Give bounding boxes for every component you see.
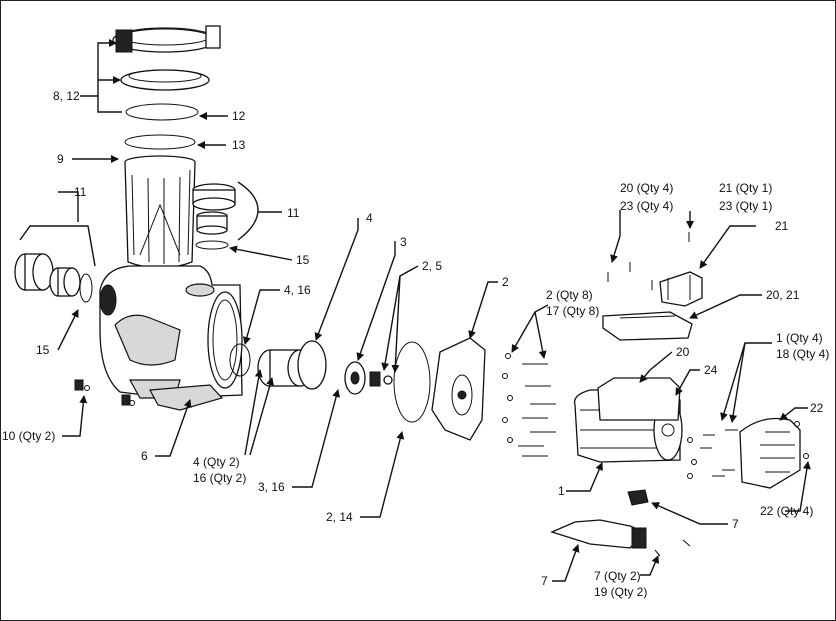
label-1: 1 xyxy=(558,484,565,498)
diffuser xyxy=(257,340,327,390)
label-20-qty4: 20 (Qty 4) xyxy=(620,181,673,195)
label-7-right: 7 xyxy=(732,517,739,531)
label-2-14: 2, 14 xyxy=(326,510,353,524)
label-7-qty2: 7 (Qty 2) xyxy=(594,569,641,583)
housing-o-ring xyxy=(124,134,196,150)
diffuser-o-ring xyxy=(229,343,251,377)
label-2-qty8: 2 (Qty 8) xyxy=(546,288,593,302)
label-22: 22 xyxy=(810,401,824,415)
motor-bolts xyxy=(687,429,738,479)
lid xyxy=(120,69,210,91)
label-1-qty4: 1 (Qty 4) xyxy=(776,331,823,345)
label-16-qty2: 16 (Qty 2) xyxy=(193,471,246,485)
lid-lock-ring xyxy=(112,25,221,53)
label-20-21: 20, 21 xyxy=(766,288,800,302)
label-4: 4 xyxy=(366,211,373,225)
union-nut-left xyxy=(14,253,93,303)
label-13: 13 xyxy=(232,138,246,152)
label-21-qty1: 21 (Qty 1) xyxy=(719,181,772,195)
union-nut-right xyxy=(192,183,236,250)
small-screws xyxy=(607,232,690,290)
leader-lines xyxy=(19,39,811,582)
label-19-qty2: 19 (Qty 2) xyxy=(594,585,647,599)
strainer-basket xyxy=(124,155,196,269)
label-18-qty4: 18 (Qty 4) xyxy=(776,347,829,361)
foot-clip xyxy=(627,489,649,506)
label-12: 12 xyxy=(232,109,246,123)
label-10-qty2: 10 (Qty 2) xyxy=(2,429,55,443)
seal-plate-o-ring xyxy=(393,341,431,423)
label-24: 24 xyxy=(704,363,718,377)
label-17-qty8: 17 (Qty 8) xyxy=(546,304,599,318)
label-11-left: 11 xyxy=(74,185,87,199)
label-15-left: 15 xyxy=(36,343,50,357)
pump-housing xyxy=(99,265,243,399)
label-23-qty1: 23 (Qty 1) xyxy=(719,199,772,213)
drain-plugs xyxy=(74,379,135,406)
fan-cover xyxy=(739,417,801,489)
label-22-qty4: 22 (Qty 4) xyxy=(760,504,813,518)
label-7-left: 7 xyxy=(541,574,548,588)
lid-o-ring xyxy=(125,103,199,121)
label-9: 9 xyxy=(57,152,64,166)
label-2-5: 2, 5 xyxy=(422,259,442,273)
controller-cover xyxy=(602,311,693,341)
label-6: 6 xyxy=(141,449,148,463)
seal-plate xyxy=(431,337,486,441)
housing-bolts xyxy=(502,353,556,457)
label-21: 21 xyxy=(775,219,789,233)
control-module xyxy=(659,271,703,307)
label-3-16: 3, 16 xyxy=(258,480,285,494)
foot-screws xyxy=(654,539,691,557)
impeller xyxy=(344,361,393,395)
label-2: 2 xyxy=(502,275,509,289)
controller-housing xyxy=(597,377,681,421)
pump-base xyxy=(149,384,224,411)
label-3: 3 xyxy=(400,235,407,249)
label-15-right: 15 xyxy=(296,253,310,267)
fan-cover-screws xyxy=(794,421,809,459)
label-20: 20 xyxy=(676,345,690,359)
motor-foot xyxy=(550,519,647,549)
label-4-16: 4, 16 xyxy=(284,283,311,297)
part-labels: 8, 12 12 13 9 11 11 15 15 4, 16 4 3 2, 5… xyxy=(2,89,829,599)
label-4-qty2: 4 (Qty 2) xyxy=(193,455,240,469)
label-8-12: 8, 12 xyxy=(53,89,80,103)
label-23-qty4: 23 (Qty 4) xyxy=(620,199,673,213)
label-11-right: 11 xyxy=(287,206,300,220)
